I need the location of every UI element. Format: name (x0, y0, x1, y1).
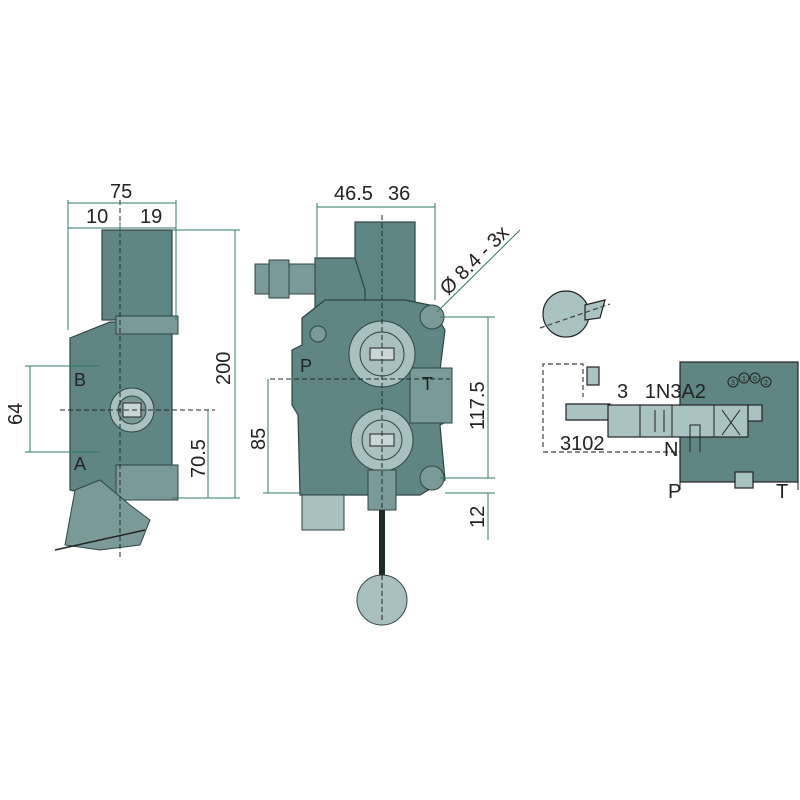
port-a-label: A (74, 454, 86, 474)
dim-19: 19 (140, 206, 162, 228)
relief-valve (734, 471, 754, 489)
dim-12: 12 (467, 506, 489, 528)
detent-positions: 3 1 0 2 (727, 372, 772, 388)
spool-block (607, 404, 749, 438)
dim-70-5: 70.5 (188, 439, 210, 478)
front-view: P T 46.5 36 Ø 8.4 - 3x 117.5 85 12 (248, 183, 521, 626)
side-boss-bottom (115, 464, 179, 501)
detent-spring (586, 366, 600, 386)
dim-hole: Ø 8.4 - 3x (436, 222, 514, 300)
handle-symbol (565, 403, 613, 421)
dim-10: 10 (86, 206, 108, 228)
svg-text:1: 1 (742, 376, 746, 383)
side-view: B A 75 10 19 200 64 70.5 (5, 181, 240, 560)
schematic-bottom-labels: 3102 (560, 433, 605, 455)
dim-64: 64 (5, 403, 27, 425)
schematic-p-label: P (668, 481, 681, 503)
dim-85: 85 (248, 428, 270, 450)
schematic-t-label: T (776, 481, 788, 503)
port-p-label: P (300, 356, 312, 376)
dim-75: 75 (110, 181, 132, 203)
mount-hole-left (309, 325, 327, 343)
bottom-port (301, 494, 345, 531)
port-b-label: B (74, 370, 86, 390)
svg-text:3: 3 (731, 380, 735, 387)
port-t-label: T (422, 374, 433, 394)
side-boss-top (115, 315, 179, 335)
dim-36: 36 (388, 183, 410, 205)
schematic-top-labels: 3 1N3A2 (617, 381, 706, 403)
side-upper-body (101, 229, 173, 321)
dim-200: 200 (213, 352, 235, 385)
svg-text:0: 0 (753, 376, 757, 383)
dim-117-5: 117.5 (467, 381, 489, 430)
schematic-n-label: N (664, 439, 678, 461)
dim-46-5: 46.5 (334, 183, 373, 205)
fitting-nut (254, 263, 270, 295)
hydraulic-schematic: 3 1N3A2 3102 N P T 3 1 0 2 (539, 290, 799, 503)
svg-text:2: 2 (764, 380, 768, 387)
port-t-boss (409, 367, 453, 424)
